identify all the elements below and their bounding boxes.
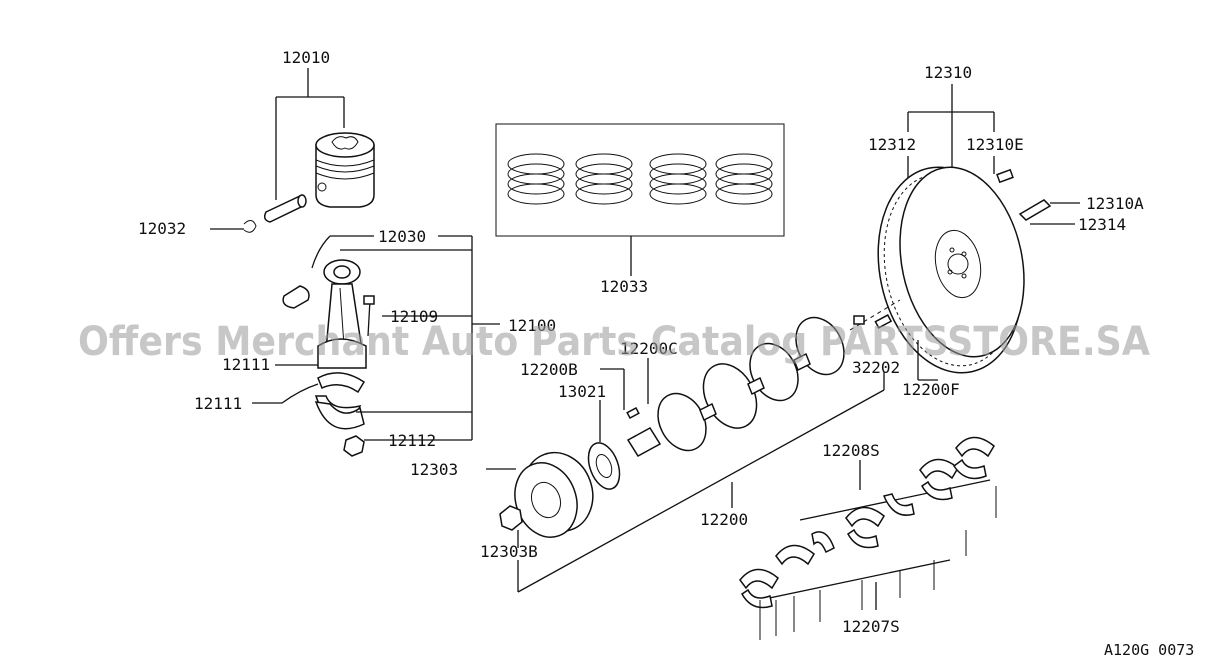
- label-12310A[interactable]: 12310A: [1086, 194, 1144, 213]
- label-12111-upper[interactable]: 12111: [222, 355, 270, 374]
- connecting-rod-drawing: [252, 235, 500, 457]
- label-12310E[interactable]: 12310E: [966, 135, 1024, 154]
- label-12200C[interactable]: 12200C: [620, 339, 678, 358]
- label-12200F[interactable]: 12200F: [902, 380, 960, 399]
- label-12208S[interactable]: 12208S: [822, 441, 880, 460]
- main-bearings-drawing: [739, 436, 997, 640]
- ring-set-3: [649, 153, 707, 205]
- label-12310[interactable]: 12310: [924, 63, 972, 82]
- piston-rings-drawing: [495, 123, 785, 276]
- ring-set-2: [575, 153, 633, 205]
- label-12314[interactable]: 12314: [1078, 215, 1126, 234]
- label-12111-lower[interactable]: 12111: [194, 394, 242, 413]
- label-12312[interactable]: 12312: [868, 135, 916, 154]
- label-12303[interactable]: 12303: [410, 460, 458, 479]
- label-12100[interactable]: 12100: [508, 316, 556, 335]
- watermark-text: Offers Merchant Auto Parts Catalog PARTS…: [78, 319, 1150, 365]
- label-12112[interactable]: 12112: [388, 431, 436, 450]
- label-12207S[interactable]: 12207S: [842, 617, 900, 636]
- label-12030[interactable]: 12030: [378, 227, 426, 246]
- label-12303B[interactable]: 12303B: [480, 542, 538, 561]
- piston-drawing: [210, 68, 375, 233]
- label-12200[interactable]: 12200: [700, 510, 748, 529]
- ring-set-4: [715, 153, 773, 205]
- label-12032[interactable]: 12032: [138, 219, 186, 238]
- label-12200B[interactable]: 12200B: [520, 360, 578, 379]
- label-32202[interactable]: 32202: [852, 358, 900, 377]
- flywheel-drawing: [877, 84, 1080, 381]
- label-12010[interactable]: 12010: [282, 48, 330, 67]
- label-12033[interactable]: 12033: [600, 277, 648, 296]
- diagram-reference-code: A120G 0073: [1104, 641, 1194, 659]
- ring-set-1: [507, 153, 565, 205]
- crankshaft-drawing: [517, 299, 901, 593]
- label-13021[interactable]: 13021: [558, 382, 606, 401]
- pulley-drawing: [486, 400, 621, 548]
- label-12109[interactable]: 12109: [390, 307, 438, 326]
